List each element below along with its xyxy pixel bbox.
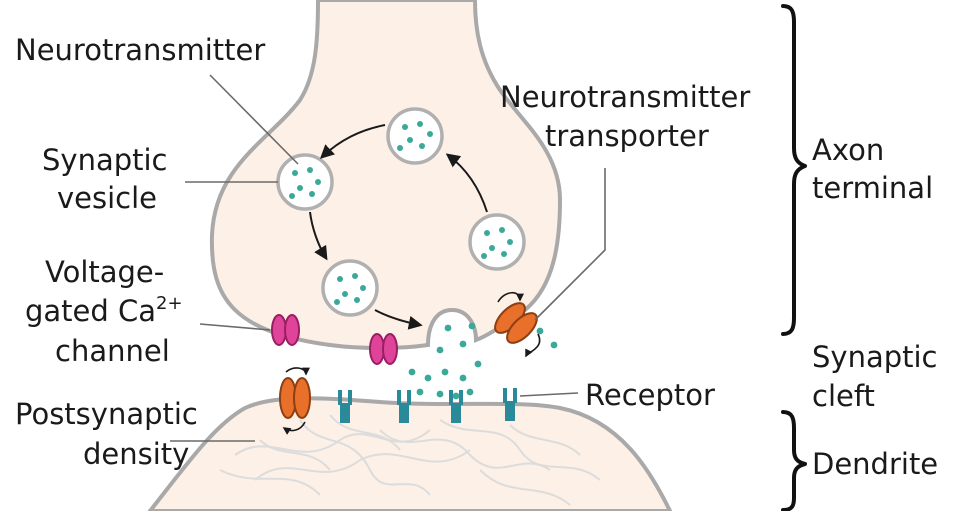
label-postsynaptic-line1: Postsynaptic xyxy=(15,397,198,431)
label-postsynaptic-line2: density xyxy=(83,437,189,471)
label-synaptic-vesicle-line1: Synaptic xyxy=(42,143,168,177)
dendrite-membrane xyxy=(147,396,673,511)
label-nt-transporter-line2: transporter xyxy=(545,119,709,153)
label-voltage-gated-line2: gated Ca2+ xyxy=(25,293,183,328)
vesicle-cycle-arrows xyxy=(309,124,488,330)
label-synaptic-vesicle-line2: vesicle xyxy=(57,181,157,215)
label-synaptic-cleft-line1: Synaptic xyxy=(812,340,938,374)
label-axon-terminal-line1: Axon xyxy=(812,133,884,167)
synaptic-vesicle xyxy=(276,153,334,211)
leader-lines xyxy=(170,74,606,442)
label-nt-transporter-line1: Neurotransmitter xyxy=(500,80,750,114)
receptor-3 xyxy=(449,390,463,423)
vesicle-right xyxy=(468,213,526,271)
label-axon-terminal-line2: terminal xyxy=(812,171,933,205)
label-synaptic-cleft-line2: cleft xyxy=(812,379,875,413)
label-voltage-gated-line1: Voltage- xyxy=(45,255,164,289)
receptor-4 xyxy=(503,388,517,421)
released-neurotransmitter xyxy=(408,322,558,398)
label-voltage-gated-line3: channel xyxy=(55,334,170,368)
axon-terminal-membrane xyxy=(209,0,563,350)
label-receptor: Receptor xyxy=(585,378,715,412)
label-neurotransmitter: Neurotransmitter xyxy=(15,33,265,67)
label-voltage-gated-text: gated Ca xyxy=(25,294,156,328)
calcium-channel-left xyxy=(271,314,300,346)
receptor-1 xyxy=(338,390,352,423)
dendrite-brace xyxy=(781,410,807,511)
calcium-channel-right xyxy=(369,333,398,365)
vesicle-lower-left xyxy=(321,259,379,317)
axon-terminal-brace xyxy=(781,4,807,336)
label-dendrite: Dendrite xyxy=(812,447,938,481)
postsynaptic-transporter xyxy=(279,367,311,435)
receptor-2 xyxy=(397,390,411,423)
label-voltage-gated-superscript: 2+ xyxy=(156,293,183,314)
neurotransmitter-transporter xyxy=(494,291,541,358)
vesicle-top xyxy=(386,107,444,165)
postsynaptic-density-fibers xyxy=(219,414,601,506)
